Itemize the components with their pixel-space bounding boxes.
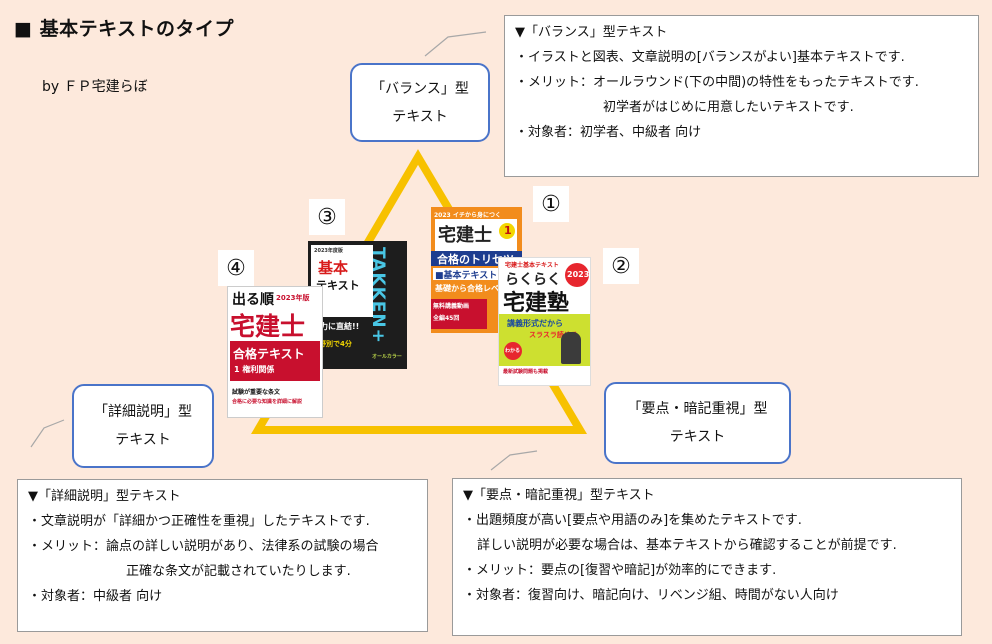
book-4-top1: 出る順 [232, 292, 274, 308]
book-3-cover: 2023年度版 基本 テキスト 点力に直結!! 分野別で4分 TAKKEN+ オ… [308, 241, 407, 369]
author-byline: by ＦＰ宅建らぼ [42, 79, 148, 95]
bubble-detail-line2: テキスト [115, 432, 171, 448]
book-1-foot2: 全編45回 [433, 315, 460, 322]
book-1-top: イチから身につく [453, 212, 502, 219]
box-balance: ▼「バランス」型テキスト ・イラストと図表、文章説明の[バランスがよい]基本テキ… [504, 15, 979, 177]
box-detail-heading: ▼「詳細説明」型テキスト [28, 489, 181, 504]
book-3-mid: 点力に直結!! [312, 322, 360, 331]
book-2-year: 2023 [567, 270, 590, 279]
book-2-band1: 講義形式だから [507, 319, 563, 328]
box-detail-line: 正確な条文が記載されていたりします. [126, 564, 351, 579]
box-balance-line: ・対象者：初学者、中級者 向け [515, 125, 702, 140]
book-4-cover: 出る順 2023年版 宅建士 合格テキスト 1 権利関係 試験が重要な条文 合格… [227, 286, 323, 418]
box-balance-line: ・イラストと図表、文章説明の[バランスがよい]基本テキストです. [515, 50, 905, 65]
book-2-cover: 宅建士基本テキスト らくらく 2023 宅建塾 講義形式だから スラスラ読める … [498, 257, 591, 386]
box-balance-heading: ▼「バランス」型テキスト [515, 25, 668, 40]
bubble-keypoint-line2: テキスト [669, 429, 726, 445]
callout-line-detail [30, 419, 65, 448]
book-2-band2: スラスラ読める [529, 331, 578, 339]
book-4-foot2: 合格に必要な知識を詳細に解説 [232, 399, 303, 405]
bubble-balance: 「バランス」型 テキスト [350, 63, 490, 142]
box-keypoint-heading: ▼「要点・暗記重視」型テキスト [463, 488, 655, 503]
box-balance-line: 初学者がはじめに用意したいテキストです. [603, 100, 854, 115]
book-2-main2: 宅建塾 [503, 291, 570, 316]
box-detail-line: ・文章説明が「詳細かつ正確性を重視」したテキストです. [28, 514, 370, 529]
book-4-top2: 2023年版 [276, 294, 310, 302]
number-badge-2: ② [603, 248, 639, 284]
book-4-sub: 合格テキスト [233, 347, 305, 361]
box-detail-line: ・メリット：論点の詳しい説明があり、法律系の試験の場合 [28, 539, 379, 554]
box-keypoint-line: 詳しい説明が必要な場合は、基本テキストから確認することが前提です. [477, 538, 897, 553]
book-3-main1: 基本 [318, 259, 349, 277]
number-badge-1: ① [533, 186, 569, 222]
box-keypoint-line: ・出題頻度が高い[要点や用語のみ]を集めたテキストです. [463, 513, 802, 528]
bubble-keypoint: 「要点・暗記重視」型 テキスト [604, 382, 791, 464]
book-1-main2: 合格のトリセツ [437, 253, 514, 266]
book-4-vol: 1 権利関係 [234, 365, 275, 374]
book-1-main1: 宅建士 [438, 225, 492, 246]
book-4-main: 宅建士 [230, 312, 306, 341]
bubble-balance-line2: テキスト [392, 108, 448, 125]
book-1-band: 基礎から合格レベ [435, 284, 499, 293]
number-badge-3: ③ [309, 199, 345, 235]
book-2-top: 宅建士基本テキスト [505, 262, 559, 269]
number-badge-4: ④ [218, 250, 254, 286]
book-3-foot: 分野別で4分 [312, 340, 352, 348]
book-1-cover: イチから身につく 宅建士 2023 1 合格のトリセツ ■基本テキスト 基礎から… [431, 207, 522, 333]
book-2-bottom: 最新試験問題も掲載 [503, 369, 549, 375]
book-2-main1: らくらく [505, 272, 561, 288]
book-1-vol: 1 [504, 224, 512, 237]
book-4-foot1: 試験が重要な条文 [232, 389, 281, 396]
book-1-year: 2023 [434, 212, 451, 219]
bubble-detail-line1: 「詳細説明」型 [94, 404, 192, 420]
box-keypoint-line: ・対象者：復習向け、暗記向け、リベンジ組、時間がない人向け [463, 588, 839, 603]
book-3-top: 2023年度版 [314, 248, 343, 254]
book-1-sub: ■基本テキスト [435, 271, 498, 281]
page-title: ■ 基本テキストのタイプ [14, 18, 234, 40]
callout-line-keypoint [490, 450, 538, 471]
box-keypoint: ▼「要点・暗記重視」型テキスト ・出題頻度が高い[要点や用語のみ]を集めたテキス… [452, 478, 962, 636]
book-1-foot: 無料講義動画 [433, 303, 470, 310]
box-balance-line: ・メリット：オールラウンド(下の中間)の特性をもったテキストです. [515, 75, 919, 90]
box-keypoint-line: ・メリット：要点の[復習や暗記]が効率的にできます. [463, 563, 777, 578]
book-3-side: TAKKEN+ [368, 247, 388, 344]
box-detail: ▼「詳細説明」型テキスト ・文章説明が「詳細かつ正確性を重視」したテキストです.… [17, 479, 428, 632]
box-detail-line: ・対象者：中級者 向け [28, 589, 163, 604]
book-2-side: わかる [505, 348, 521, 354]
book-3-main2: テキスト [316, 279, 360, 292]
callout-line-balance [424, 31, 487, 57]
bubble-balance-line1: 「バランス」型 [371, 80, 469, 97]
bubble-detail: 「詳細説明」型 テキスト [72, 384, 214, 468]
book-3-bottom: オールカラー [372, 354, 402, 360]
bubble-keypoint-line1: 「要点・暗記重視」型 [627, 401, 768, 417]
